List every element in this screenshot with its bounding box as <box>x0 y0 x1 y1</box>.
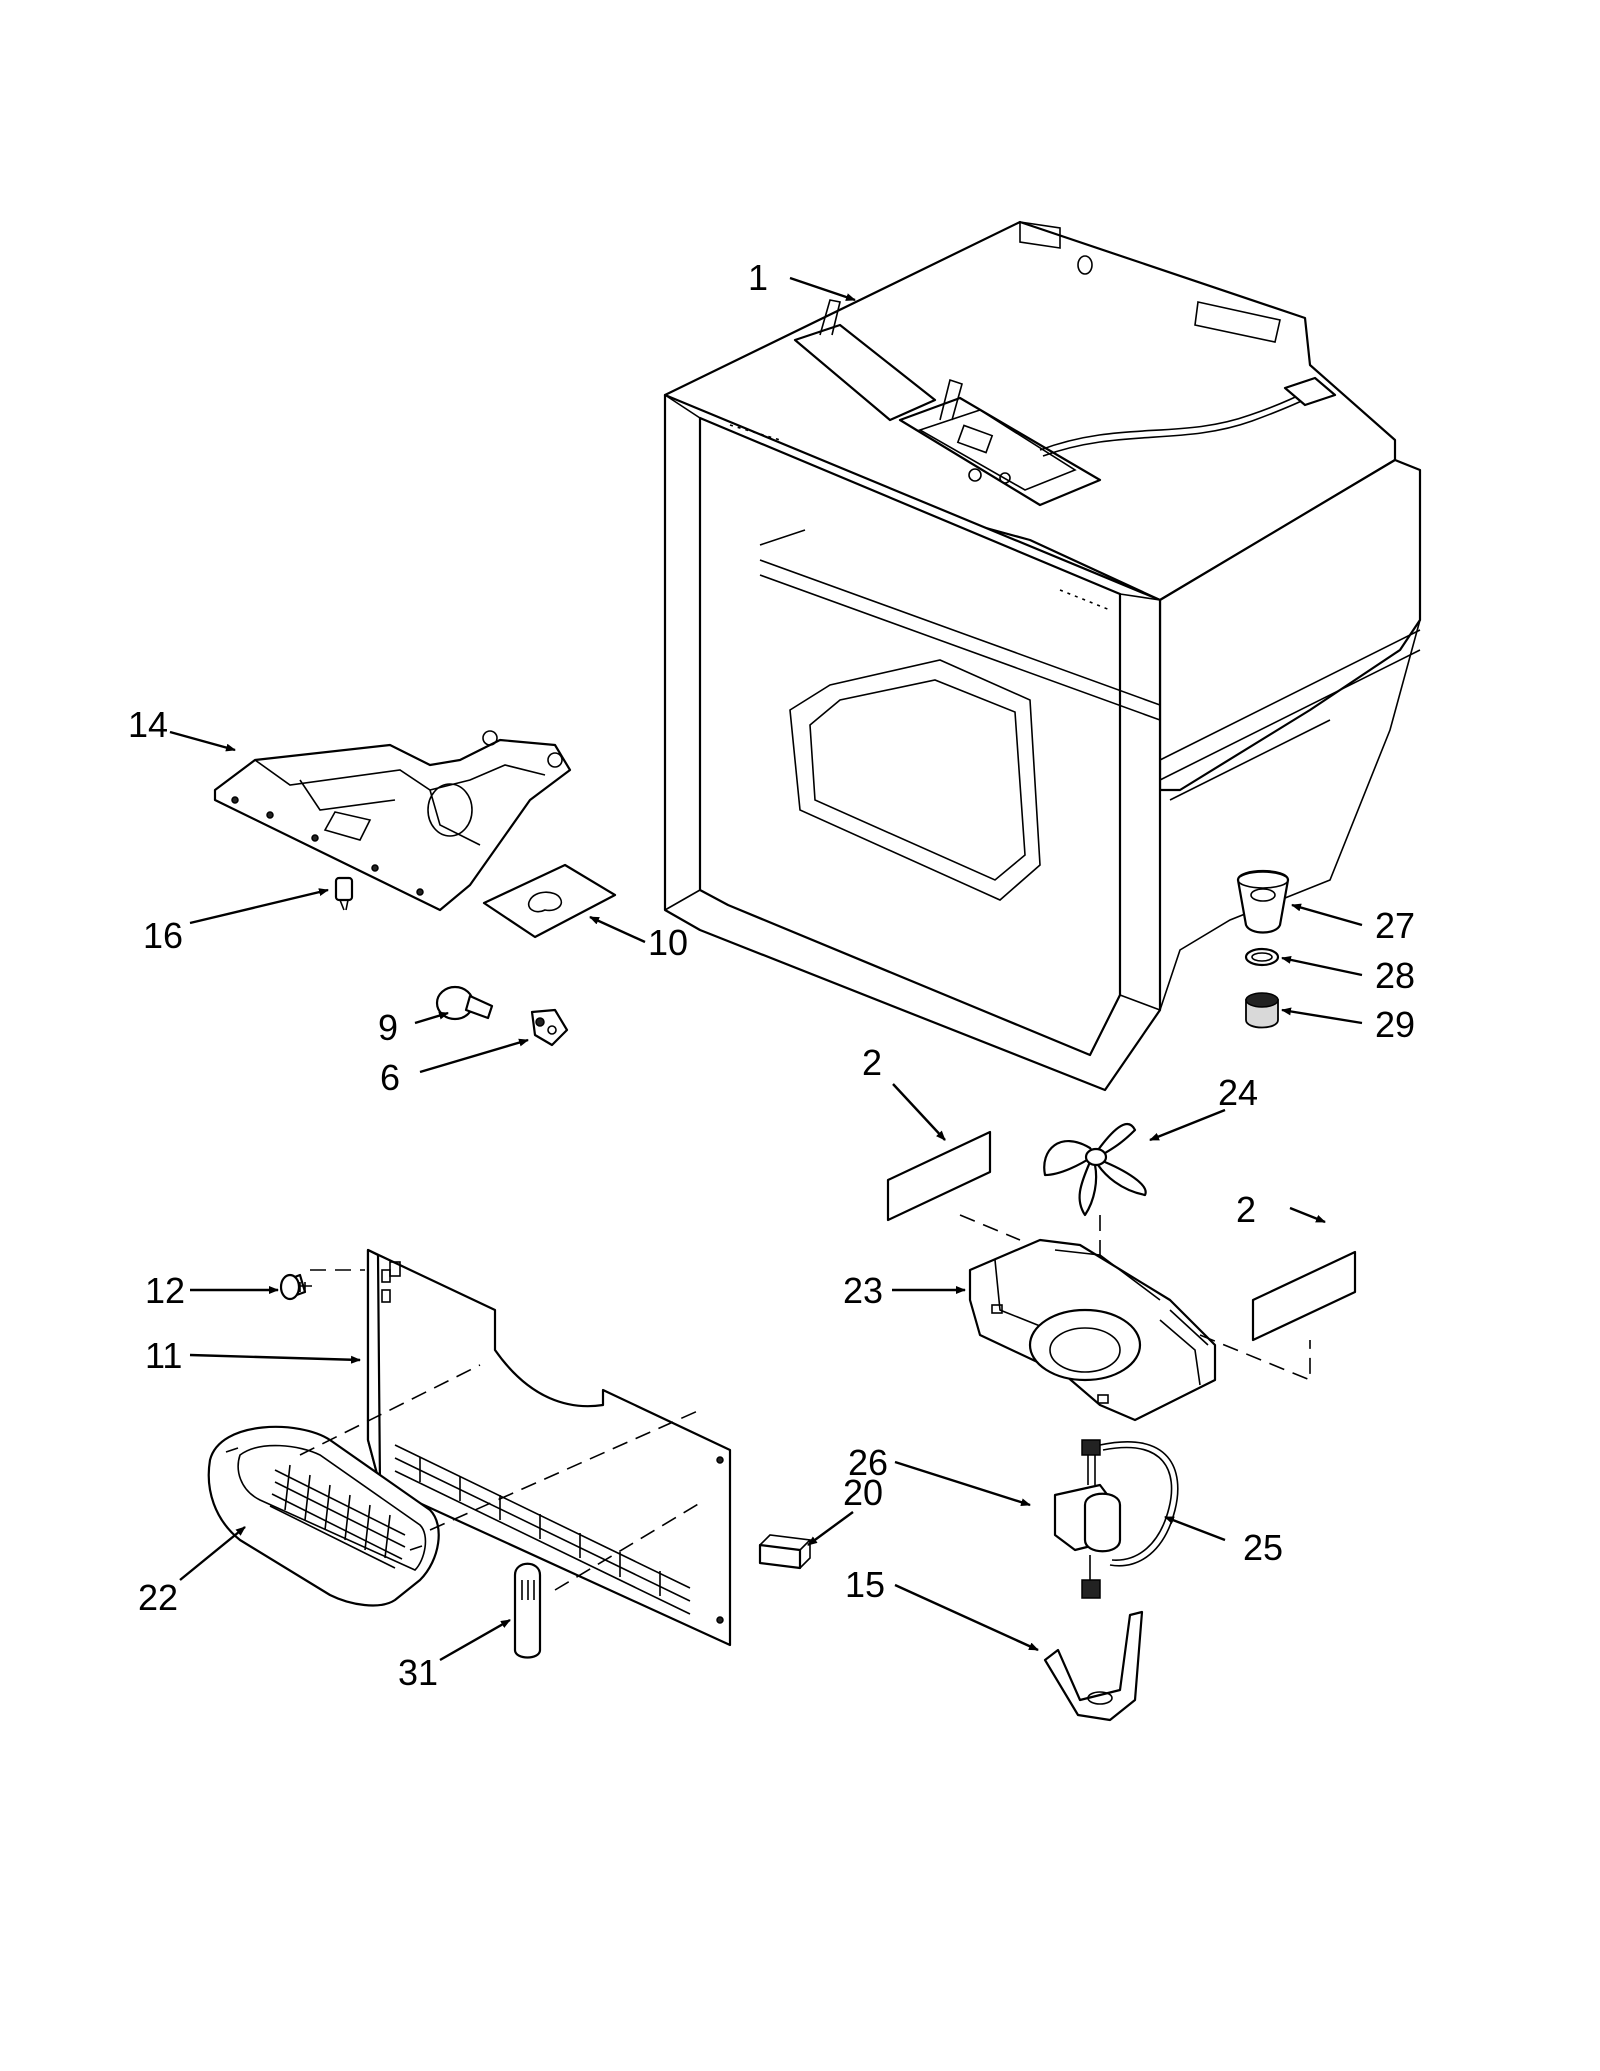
light-bulb <box>435 985 494 1021</box>
callout-11: 11 <box>145 1335 182 1376</box>
freezer-liner-housing <box>663 220 1422 1092</box>
vent-grille-cover <box>207 1425 440 1607</box>
callout-16: 16 <box>143 915 183 956</box>
roller-wheel <box>1245 992 1279 1029</box>
fan-blade <box>1043 1122 1147 1217</box>
wheel-bushing <box>1236 870 1290 934</box>
insulation-pad-right <box>1251 1250 1357 1342</box>
light-socket-clip <box>334 876 354 911</box>
assembly-lines <box>299 1214 1311 1591</box>
callout-22: 22 <box>138 1577 178 1618</box>
callout-28: 28 <box>1375 955 1415 996</box>
callout-6: 6 <box>380 1057 400 1098</box>
motor-bracket <box>1043 1610 1144 1722</box>
callout-26: 26 <box>848 1442 888 1483</box>
foam-gasket <box>482 863 617 939</box>
grille-slots <box>269 1464 406 1569</box>
callout-31: 31 <box>398 1652 438 1693</box>
callout-29: 29 <box>1375 1004 1415 1045</box>
wire-harness <box>1099 1440 1179 1567</box>
callout-10: 10 <box>648 922 688 963</box>
lamp-socket <box>530 1008 569 1047</box>
fan-motor-housing <box>968 1238 1217 1422</box>
callout-2-right: 2 <box>1236 1189 1256 1230</box>
air-diffuser-housing <box>213 730 572 912</box>
callout-9: 9 <box>378 1007 398 1048</box>
callout-12: 12 <box>145 1270 185 1311</box>
callout-20: 20 <box>843 1472 883 1513</box>
callout-24: 24 <box>1218 1072 1258 1113</box>
callout-1: 1 <box>748 257 768 298</box>
foam-strip <box>758 1534 812 1570</box>
o-ring <box>1244 947 1280 967</box>
callout-25: 25 <box>1243 1527 1283 1568</box>
freezer-rear-panel <box>366 1248 732 1647</box>
callout-27: 27 <box>1375 905 1415 946</box>
callout-labels: 1 2 2 6 9 10 11 12 14 15 16 20 22 23 24 … <box>128 257 1415 1693</box>
thermistor-sensor <box>513 1562 542 1659</box>
evaporator-fan-motor <box>1053 1439 1122 1599</box>
callout-2-left: 2 <box>862 1042 882 1083</box>
insulation-pad-left <box>886 1130 992 1222</box>
callout-15: 15 <box>845 1564 885 1605</box>
leader-lines <box>169 276 1363 1662</box>
screw <box>279 1273 312 1301</box>
callout-23: 23 <box>843 1270 883 1311</box>
callout-14: 14 <box>128 704 168 745</box>
